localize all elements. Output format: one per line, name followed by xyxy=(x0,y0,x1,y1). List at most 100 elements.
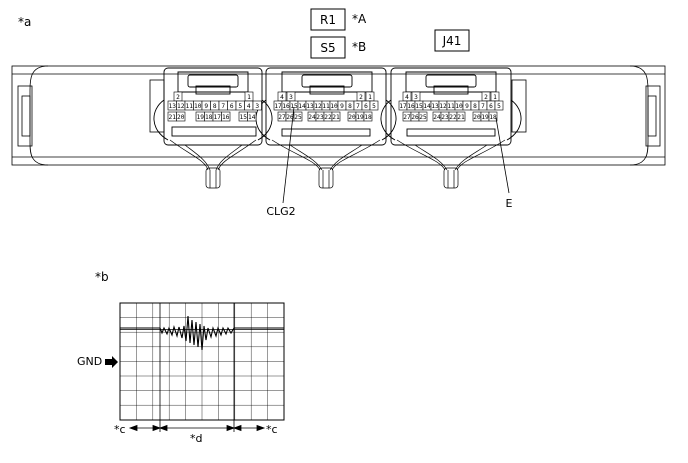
svg-text:2: 2 xyxy=(176,94,180,101)
svg-text:12: 12 xyxy=(177,103,185,110)
ecu-housing xyxy=(11,65,666,166)
svg-text:18: 18 xyxy=(489,114,497,121)
connector-3-pin-8: 8 xyxy=(470,100,480,111)
connector-3-pin-11: 11 xyxy=(446,100,456,111)
connector-1-pin-4: 4 xyxy=(244,100,254,111)
svg-text:19: 19 xyxy=(356,114,364,121)
svg-text:23: 23 xyxy=(441,114,449,121)
svg-text:8: 8 xyxy=(348,103,352,110)
connector-3-pin-2: 2 xyxy=(481,91,491,102)
connector-1-pin-14: 14 xyxy=(247,111,257,122)
connector-1-pin-7: 7 xyxy=(218,100,228,111)
connector-2-pin-17: 17 xyxy=(273,100,283,111)
svg-text:21: 21 xyxy=(169,114,177,121)
connector-3-pin-27: 27 xyxy=(402,111,412,122)
connector-2-pin-20: 20 xyxy=(347,111,357,122)
svg-text:24: 24 xyxy=(433,114,441,121)
label-a: *a xyxy=(18,15,31,29)
svg-text:18: 18 xyxy=(364,114,372,121)
svg-text:5: 5 xyxy=(238,103,242,110)
svg-text:10: 10 xyxy=(330,103,338,110)
connector-1-pin-13: 13 xyxy=(167,100,177,111)
svg-text:17: 17 xyxy=(214,114,222,121)
svg-text:5: 5 xyxy=(497,103,501,110)
connector-2-pin-22: 22 xyxy=(323,111,333,122)
connector-1-pin-10: 10 xyxy=(193,100,203,111)
s5-box xyxy=(310,36,346,59)
connector-3-pin-19: 19 xyxy=(480,111,490,122)
svg-text:20: 20 xyxy=(473,114,481,121)
connector-3-pin-16: 16 xyxy=(406,100,416,111)
svg-text:9: 9 xyxy=(204,103,208,110)
connector-2-pin-5: 5 xyxy=(369,100,379,111)
label-A: *A xyxy=(352,12,367,26)
e-label: E xyxy=(506,197,513,210)
connector-1-pin-15: 15 xyxy=(238,111,248,122)
label-d: *d xyxy=(190,432,202,445)
connector-1-pin-8: 8 xyxy=(210,100,220,111)
r1-label: R1 xyxy=(320,13,336,27)
svg-text:1: 1 xyxy=(368,94,372,101)
connector-3-pin-26: 26 xyxy=(410,111,420,122)
connector-1-pin-5: 5 xyxy=(235,100,245,111)
connector-2-pin-27: 27 xyxy=(277,111,287,122)
connector-3-pin-9: 9 xyxy=(462,100,472,111)
connector-2-pin-16: 16 xyxy=(281,100,291,111)
svg-text:26: 26 xyxy=(286,114,294,121)
connector-2-pin-2: 2 xyxy=(356,91,366,102)
wire-bundles xyxy=(169,139,506,189)
connector-3-pin-14: 14 xyxy=(422,100,432,111)
connector-2-pin-10: 10 xyxy=(329,100,339,111)
svg-text:20: 20 xyxy=(348,114,356,121)
connector-1-pin-3: 3 xyxy=(252,100,262,111)
svg-text:9: 9 xyxy=(465,103,469,110)
svg-text:2: 2 xyxy=(484,94,488,101)
connector-1-pin-19: 19 xyxy=(195,111,205,122)
svg-text:1: 1 xyxy=(247,94,251,101)
connector-3-pin-5: 5 xyxy=(494,100,504,111)
clg2-leader-line xyxy=(282,106,295,204)
svg-text:2: 2 xyxy=(359,94,363,101)
svg-text:12: 12 xyxy=(314,103,322,110)
connector-3-pin-24: 24 xyxy=(432,111,442,122)
svg-text:13: 13 xyxy=(169,103,177,110)
svg-text:3: 3 xyxy=(414,94,418,101)
connector-2-pin-1: 1 xyxy=(365,91,375,102)
connector-2-pin-13: 13 xyxy=(305,100,315,111)
connector-3-pin-18: 18 xyxy=(488,111,498,122)
connector-3-pin-10: 10 xyxy=(454,100,464,111)
svg-text:19: 19 xyxy=(481,114,489,121)
timing-dimension xyxy=(128,303,266,432)
svg-text:18: 18 xyxy=(205,114,213,121)
svg-text:7: 7 xyxy=(221,103,225,110)
label-B: *B xyxy=(352,40,366,54)
connector-3-pin-13: 13 xyxy=(430,100,440,111)
connector-2-pin-18: 18 xyxy=(363,111,373,122)
connector-3-pin-6: 6 xyxy=(486,100,496,111)
s5-label: S5 xyxy=(320,41,335,55)
svg-text:19: 19 xyxy=(197,114,205,121)
svg-text:5: 5 xyxy=(372,103,376,110)
svg-text:6: 6 xyxy=(230,103,234,110)
r1-box xyxy=(310,8,346,31)
connector-2-pin-21: 21 xyxy=(331,111,341,122)
svg-text:23: 23 xyxy=(316,114,324,121)
svg-text:10: 10 xyxy=(455,103,463,110)
connector-3-pin-1: 1 xyxy=(490,91,500,102)
gnd-arrow-icon xyxy=(105,356,118,368)
svg-text:13: 13 xyxy=(431,103,439,110)
connector-1-pin-21: 21 xyxy=(167,111,177,122)
svg-text:7: 7 xyxy=(356,103,360,110)
svg-text:4: 4 xyxy=(247,103,251,110)
connector-1-pin-17: 17 xyxy=(212,111,222,122)
connector-1-pin-2: 2 xyxy=(173,91,183,102)
can-waveform xyxy=(120,315,284,351)
connector-3-pin-22: 22 xyxy=(448,111,458,122)
j41-box xyxy=(434,29,470,52)
connector-3-pin-3: 3 xyxy=(411,91,421,102)
connector-3-pin-12: 12 xyxy=(438,100,448,111)
svg-text:14: 14 xyxy=(423,103,431,110)
connector-2-pin-14: 14 xyxy=(297,100,307,111)
